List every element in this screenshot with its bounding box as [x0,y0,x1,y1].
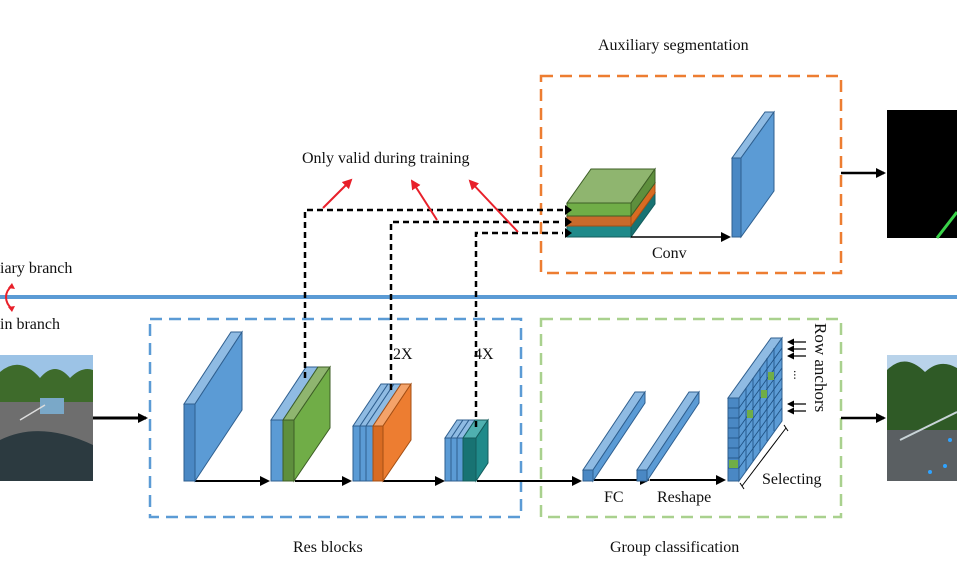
res-blocks-label: Res blocks [293,539,363,556]
output-lane-image [887,355,957,481]
selecting-bracket [739,424,789,490]
aux-conv-output [731,110,775,239]
aux-branch-label: iary branch [0,260,73,277]
main-flow-arrows [195,475,726,486]
input-image [0,355,93,481]
training-only-arrows [322,178,519,233]
classification-grid [727,336,783,483]
aux-segmentation-title: Auxiliary segmentation [598,37,749,54]
selecting-label: Selecting [762,471,822,488]
upsample-4x-label: 4X [474,346,494,363]
res-block-1 [183,330,243,483]
segmentation-output-image [887,110,957,239]
fc-label: FC [604,489,624,506]
only-valid-label: Only valid during training [302,150,470,167]
res-block-3 [352,382,412,483]
upsample-2x-label: 2X [393,346,413,363]
res-block-4 [444,418,489,483]
main-branch-label: in branch [0,316,60,333]
group-classification-label: Group classification [610,539,740,556]
row-anchors-label: Row anchors [811,323,830,413]
fc-block [582,390,646,483]
conv-label: Conv [652,245,687,262]
aux-segmentation-box [539,74,843,275]
aux-dashed-connections [303,208,563,427]
aux-feature-stack [566,167,656,239]
row-anchor-arrows [787,338,806,415]
res-block-2 [270,365,331,483]
row-anchors-ellipsis: ... [791,370,806,380]
reshape-block [636,390,700,483]
reshape-label: Reshape [657,489,712,506]
